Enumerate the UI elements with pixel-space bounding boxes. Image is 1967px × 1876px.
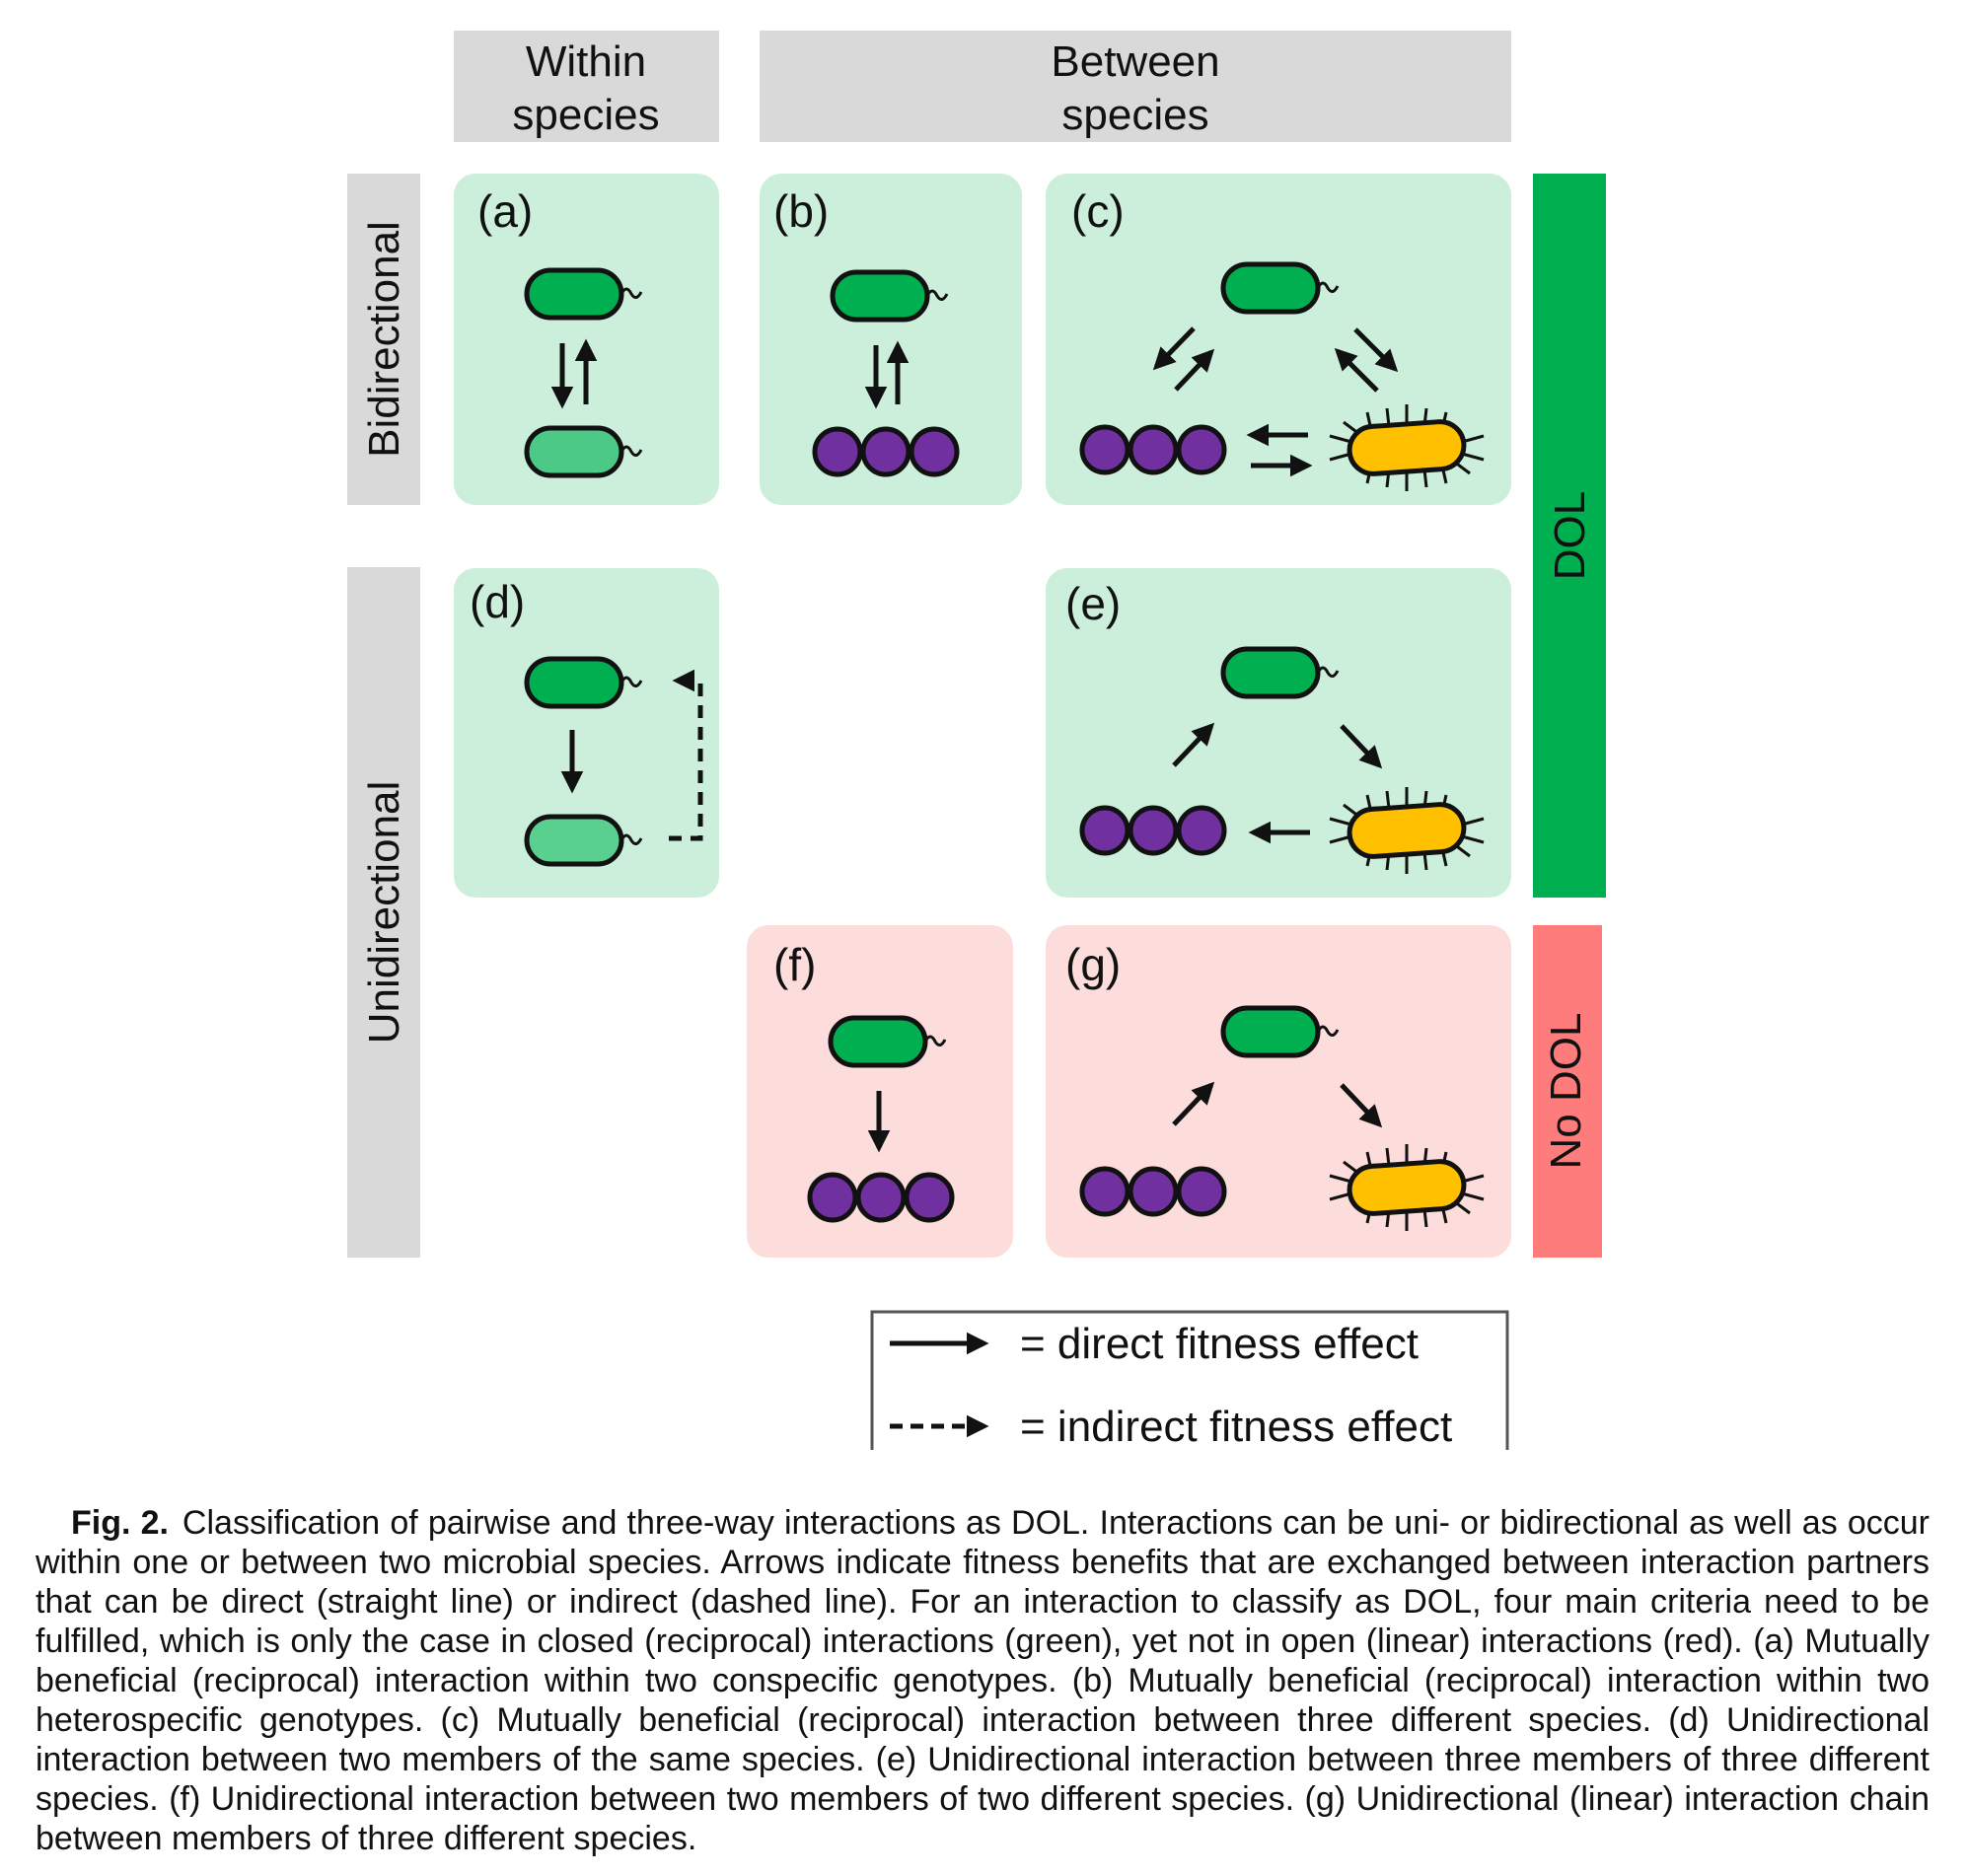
panel-f-label: (f) <box>773 939 816 990</box>
dol-bar <box>1533 174 1606 898</box>
legend: = direct fitness effect = indirect fitne… <box>870 1310 1509 1450</box>
no-dol-bar <box>1533 925 1602 1258</box>
panel-g: (g) <box>1046 925 1511 1258</box>
header-within-line2: species <box>512 91 659 139</box>
panel-f: (f) <box>747 925 1013 1258</box>
panel-c-label: (c) <box>1071 185 1125 237</box>
arrow <box>1174 348 1215 392</box>
header-between-line2: species <box>1061 91 1208 139</box>
panel-b-label: (b) <box>773 185 829 237</box>
panel-c: (c) <box>1046 174 1511 505</box>
cocci-cell <box>810 1175 952 1220</box>
figure-caption: Fig. 2.Classification of pairwise and th… <box>36 1503 1930 1858</box>
cocci-cell <box>1082 1169 1224 1214</box>
row-bidirectional-label: Bidirectional <box>360 221 408 458</box>
row-bidirectional-bg <box>347 174 420 505</box>
cocci-cell <box>815 429 957 474</box>
caption-text: Classification of pairwise and three-way… <box>36 1504 1930 1857</box>
arrow <box>1172 722 1215 767</box>
legend-direct-text: = direct fitness effect <box>1020 1320 1419 1368</box>
dol-label: DOL <box>1546 491 1594 580</box>
arrow <box>1340 1083 1383 1128</box>
caption-label: Fig. 2. <box>71 1504 169 1542</box>
cocci-cell <box>1082 427 1224 472</box>
arrow <box>1172 1081 1215 1126</box>
panel-b: (b) <box>760 174 1022 505</box>
dashed-arrow <box>669 669 703 841</box>
row-unidirectional-label: Unidirectional <box>360 781 408 1045</box>
cocci-cell <box>1082 808 1224 853</box>
panel-g-label: (g) <box>1065 939 1121 990</box>
legend-indirect-text: = indirect fitness effect <box>1020 1403 1452 1450</box>
header-between-bg <box>760 31 1511 142</box>
header-between-line1: Between <box>1051 37 1219 86</box>
panel-a: (a) <box>454 174 719 505</box>
figure: Within species Between species Bidirecti… <box>347 31 1606 1450</box>
arrow <box>1340 724 1383 769</box>
panel-d-label: (d) <box>470 576 525 627</box>
arrow <box>1152 326 1196 371</box>
header-within-line1: Within <box>526 37 646 86</box>
panel-e: (e) <box>1046 568 1511 898</box>
arrow <box>1334 347 1379 393</box>
row-unidirectional-bg <box>347 567 420 1258</box>
arrow <box>1353 327 1399 373</box>
panel-d: (d) <box>454 568 719 898</box>
no-dol-label: No DOL <box>1542 1013 1590 1170</box>
header-within-bg <box>454 31 719 142</box>
panel-e-label: (e) <box>1065 578 1121 629</box>
panel-a-label: (a) <box>477 185 533 237</box>
